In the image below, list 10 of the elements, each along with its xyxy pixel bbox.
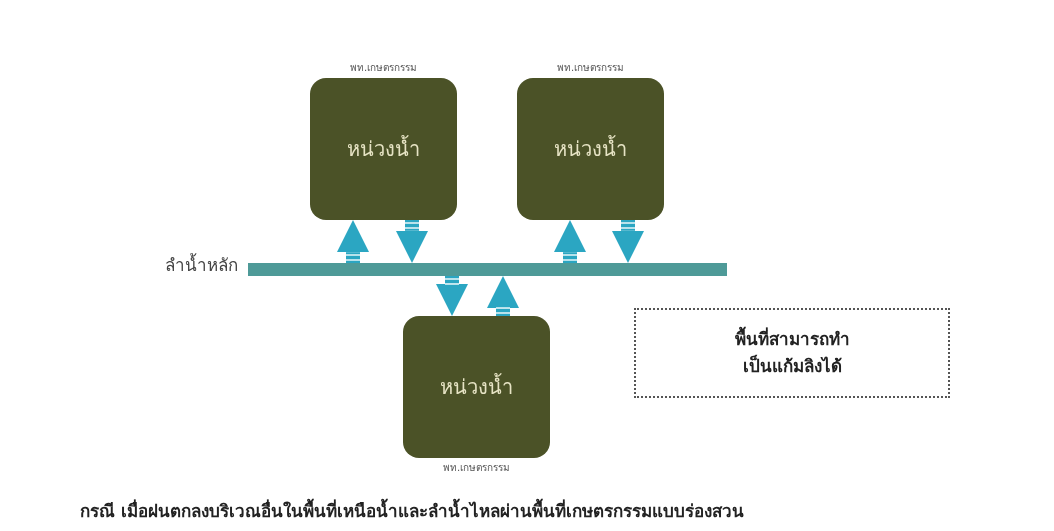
- pond-label: หน่วงน้ำ: [347, 134, 420, 163]
- area-label: พท.เกษตรกรรม: [555, 61, 626, 75]
- caption: กรณี เมื่อฝนตกลงบริเวณอื่นในพื้นที่เหนือน้ำและลำน้ำไหลผ่านพื้นที่เกษตรกรรมแบบร่องสวน: [80, 497, 744, 524]
- pond-label: หน่วงน้ำ: [440, 372, 513, 401]
- note-text: พื้นที่สามารถทำเป็นแก้มลิงได้: [733, 325, 851, 378]
- dotted-note-box: [634, 308, 950, 398]
- area-label: พท.เกษตรกรรม: [348, 61, 419, 75]
- stream-label: ลำน้ำหลัก: [165, 252, 238, 277]
- pond-label: หน่วงน้ำ: [554, 134, 627, 163]
- area-label: พท.เกษตรกรรม: [441, 461, 512, 475]
